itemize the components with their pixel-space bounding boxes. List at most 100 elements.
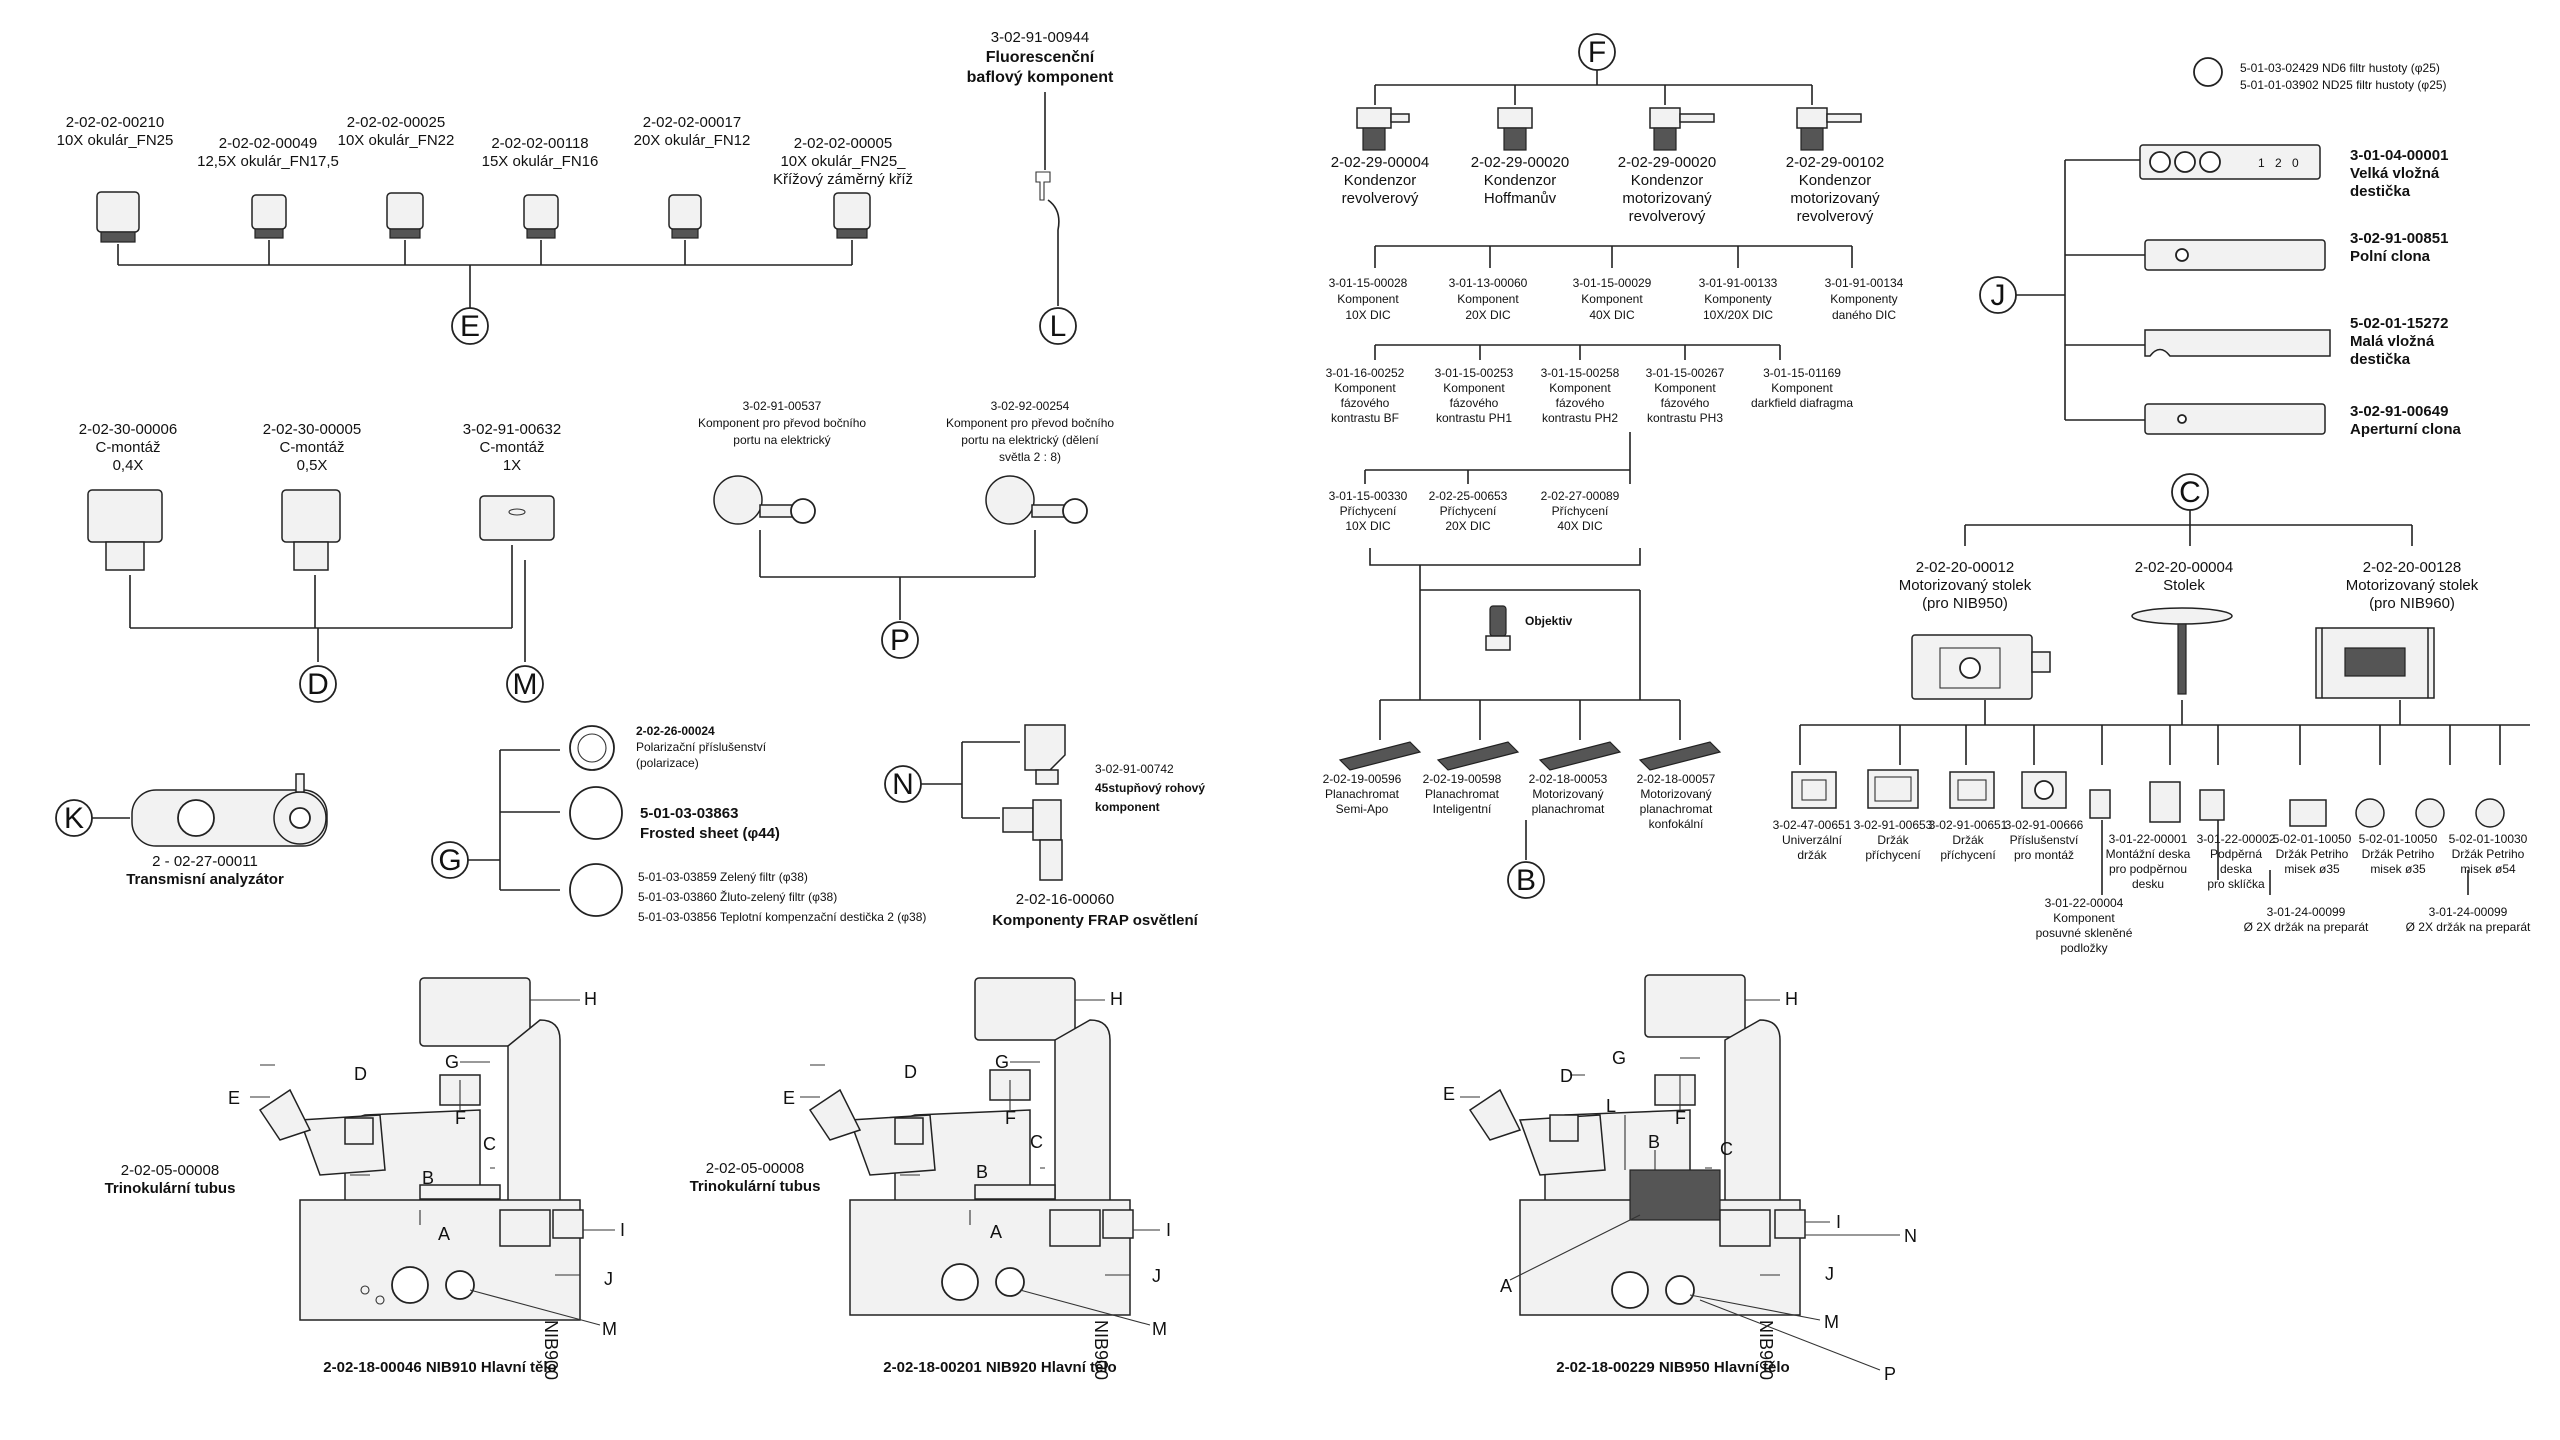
f-dic-1-code: 3-01-15-00028: [1329, 276, 1408, 290]
group-k-analyzer: K 2 - 02-27-00011 Transmisní analyzátor: [55, 773, 328, 888]
f-ph-3-code: 3-01-15-00258: [1541, 366, 1620, 380]
c-holder-5-code: 3-01-22-00001: [2109, 832, 2188, 846]
b-item-4-name: Motorizovaný: [1640, 787, 1711, 801]
p-item-2-name: Komponent pro převod bočního: [946, 416, 1114, 430]
group-c-stages: C 2-02-20-00012 Motorizovaný stolek (pro…: [1773, 473, 2531, 955]
c-holder-3-name2: příchycení: [1940, 848, 1996, 862]
f-cond-3-name: Kondenzor: [1631, 172, 1704, 189]
c-holder-6-name2: deska: [2220, 862, 2252, 876]
n-item-2-name: Komponenty FRAP osvětlení: [992, 912, 1198, 929]
nib950-label-a: A: [1500, 1276, 1512, 1296]
c-sub-3-code: 3-01-24-00099: [2429, 905, 2508, 919]
nib950-label-h: H: [1785, 989, 1798, 1009]
nib920-label-m: M: [1152, 1319, 1167, 1339]
p-item-2-name2: portu na elektrický (dělení: [961, 433, 1099, 447]
nib910-tube-code: 2-02-05-00008: [121, 1162, 219, 1179]
f-ph-4-name3: kontrastu PH3: [1647, 411, 1723, 425]
d-item-2-name: C-montáž: [279, 439, 344, 456]
p-item-1-name2: portu na elektrický: [733, 433, 830, 447]
g-item-3-line-2: 5-01-03-03860 Žluto-zelený filtr (φ38): [638, 889, 837, 904]
b-item-1-name2: Semi-Apo: [1336, 802, 1389, 816]
nib910-label-a: A: [438, 1224, 450, 1244]
nib950-label-e: E: [1443, 1084, 1455, 1104]
f-ph-1-name2: fázového: [1341, 396, 1390, 410]
p-letter: P: [890, 624, 910, 657]
f-ph-2-name: Komponent: [1443, 381, 1505, 395]
f-dic-4-name2: 10X/20X DIC: [1703, 308, 1773, 322]
nib910-label-i: I: [620, 1220, 625, 1240]
f-ph-4-name: Komponent: [1654, 381, 1716, 395]
e-item-5-name: 20X okulár_FN12: [634, 132, 751, 149]
e-item-6-name: 10X okulár_FN25_: [780, 153, 906, 170]
nib950-label-g: G: [1612, 1048, 1626, 1068]
nib910-label-m: M: [602, 1319, 617, 1339]
b-item-2-code: 2-02-19-00598: [1423, 772, 1502, 786]
l-name2: baflový komponent: [967, 69, 1114, 86]
f-mount-3-name2: 40X DIC: [1557, 519, 1603, 533]
e-item-3-code: 2-02-02-00025: [347, 114, 445, 131]
nib910-label-b: B: [422, 1168, 434, 1188]
c-holder-4-name2: pro montáž: [2014, 848, 2074, 862]
f-dic-2-code: 3-01-13-00060: [1449, 276, 1528, 290]
nib910-label-j: J: [604, 1269, 613, 1289]
group-p-sideport: 3-02-91-00537 Komponent pro převod boční…: [698, 399, 1114, 659]
slider-icon: [2139, 144, 2331, 435]
nib950-label-b: B: [1648, 1132, 1660, 1152]
p-item-1-code: 3-02-91-00537: [743, 399, 822, 413]
f-mount-3-name: Příchycení: [1552, 504, 1609, 518]
c-holder-9-code: 5-02-01-10030: [2449, 832, 2528, 846]
f-dic-5-name2: daného DIC: [1832, 308, 1896, 322]
c-stage-3-code: 2-02-20-00128: [2363, 559, 2461, 576]
nib910-label-e: E: [228, 1088, 240, 1108]
f-ph-5-name2: darkfield diafragma: [1751, 396, 1853, 410]
c-holder-8-name: Držák Petriho: [2362, 847, 2435, 861]
c-holder-3-code: 3-02-91-00651: [1929, 818, 2008, 832]
holder-icon: [1791, 769, 2505, 828]
f-cond-1-name2: revolverový: [1342, 190, 1419, 207]
b-item-3-name2: planachromat: [1532, 802, 1605, 816]
group-e-eyepieces: 2-02-02-00210 10X okulár_FN25 2-02-02-00…: [57, 114, 913, 345]
nib920-label-h: H: [1110, 989, 1123, 1009]
eyepiece-icon: [96, 191, 871, 243]
f-dic-3-name2: 40X DIC: [1589, 308, 1635, 322]
f-ph-2-code: 3-01-15-00253: [1435, 366, 1514, 380]
m-name: C-montáž: [479, 439, 544, 456]
c-holder-8-code: 5-02-01-10050: [2359, 832, 2438, 846]
nib920-label-g: G: [995, 1052, 1009, 1072]
f-dic-5-code: 3-01-91-00134: [1825, 276, 1904, 290]
nib950-label-n: N: [1904, 1226, 1917, 1246]
b-item-1-code: 2-02-19-00596: [1323, 772, 1402, 786]
c-holder-5-name: Montážní deska: [2106, 847, 2191, 861]
j-mark-2: 2: [2275, 156, 2282, 170]
c-sub-1-code: 3-01-22-00004: [2045, 896, 2124, 910]
body-nib950: 2-02-18-00229 NIB950 Hlavní tělo NIB900 …: [1443, 974, 1917, 1384]
c-sub-3-name: Ø 2X držák na preparát: [2406, 920, 2531, 934]
nib920-label-a: A: [990, 1222, 1002, 1242]
f-ph-1-name: Komponent: [1334, 381, 1396, 395]
j-item-4-name: Aperturní clona: [2350, 421, 2462, 438]
c-stage-1-code: 2-02-20-00012: [1916, 559, 2014, 576]
n-letter: N: [892, 768, 914, 801]
l-name: Fluorescenční: [986, 49, 1095, 66]
j-mark-1: 1: [2258, 156, 2265, 170]
f-ph-5-name: Komponent: [1771, 381, 1833, 395]
nib920-label-d: D: [904, 1062, 917, 1082]
c-holder-7-name2: misek ø35: [2284, 862, 2340, 876]
nib950-label-f: F: [1675, 1108, 1686, 1128]
nib950-caption: 2-02-18-00229 NIB950 Hlavní tělo: [1556, 1359, 1789, 1376]
microscope-icon: [258, 977, 584, 1321]
nib950-model: NIB900: [1756, 1320, 1776, 1380]
k-code: 2 - 02-27-00011: [152, 853, 258, 870]
group-d-m-cmounts: 2-02-30-00006 C-montáž 0,4X 2-02-30-0000…: [79, 421, 561, 703]
d-item-1-name2: 0,4X: [113, 457, 144, 474]
g-item-2-code: 5-01-03-03863: [640, 805, 738, 822]
j-item-2-code: 3-02-91-00851: [2350, 230, 2448, 247]
f-mount-2-code: 2-02-25-00653: [1429, 489, 1508, 503]
microscope-icon: [808, 977, 1134, 1316]
j-item-2-name: Polní clona: [2350, 248, 2431, 265]
c-mount-icon: [87, 489, 555, 571]
e-item-2-code: 2-02-02-00049: [219, 135, 317, 152]
c-holder-3-name: Držák: [1952, 833, 1984, 847]
f-cond-4-code: 2-02-29-00102: [1786, 154, 1884, 171]
nib950-label-m: M: [1824, 1312, 1839, 1332]
